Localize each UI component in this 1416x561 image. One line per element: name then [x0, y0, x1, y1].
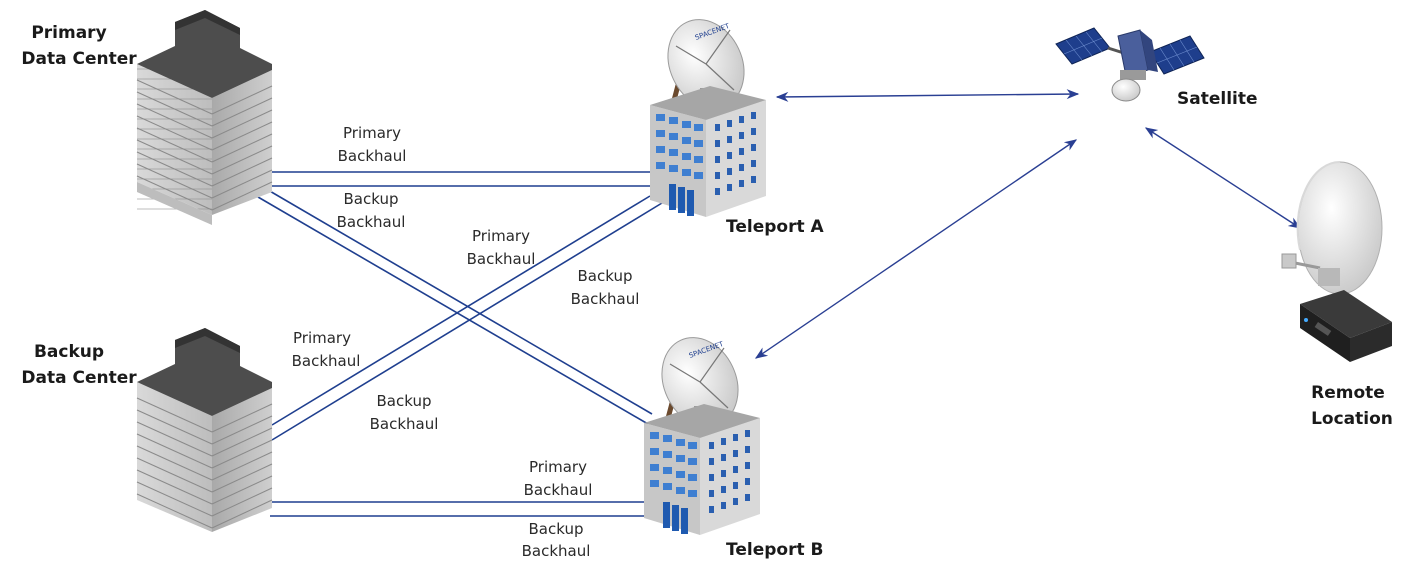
- remote-label-line1: Remote: [1311, 383, 1385, 403]
- satellite-links: [754, 89, 1302, 359]
- link-label-pdc-ta-backup-2: Backhaul: [337, 213, 406, 231]
- link-label-bdc-tb-primary-2: Backhaul: [524, 481, 593, 499]
- backup-dc-label-line2: Data Center: [21, 368, 137, 388]
- link-label-bdc-tb-backup-1: Backup: [529, 520, 584, 538]
- link-label-pdc-tb-backup-2: Backhaul: [571, 290, 640, 308]
- node-labels: Primary Data Center Backup Data Center T…: [21, 23, 1393, 560]
- primary-dc-label-line2: Data Center: [21, 49, 137, 69]
- modem-icon: [1300, 290, 1392, 362]
- link-label-bdc-ta-primary-left-1: Primary: [293, 329, 351, 347]
- remote-location-icon: [1281, 160, 1392, 362]
- remote-label-line2: Location: [1311, 409, 1393, 429]
- backhaul-lines: [257, 171, 663, 517]
- teleport-a-label: Teleport A: [726, 217, 825, 237]
- link-label-pdc-ta-backup-1: Backup: [344, 190, 399, 208]
- line-pdc-tb-1: [257, 196, 649, 425]
- link-label-pdc-tb-backup-1: Backup: [578, 267, 633, 285]
- remote-dish: [1281, 160, 1383, 295]
- teleport-b-dish: SPACENET: [661, 337, 739, 429]
- link-label-bdc-ta-primary-left-2: Backhaul: [292, 352, 361, 370]
- link-label-bdc-tb-backup-2: Backhaul: [522, 542, 591, 560]
- backup-data-center-icon: [136, 328, 273, 532]
- link-label-bdc-ta-primary-2: Backhaul: [467, 250, 536, 268]
- arrow-satellite-remote: [1144, 127, 1302, 229]
- satellite-label: Satellite: [1177, 89, 1258, 109]
- teleport-b-icon: SPACENET: [644, 337, 760, 535]
- arrow-tb-satellite: [754, 139, 1078, 359]
- primary-dc-label-line1: Primary: [31, 23, 106, 43]
- link-labels: Primary Backhaul Backup Backhaul Primary…: [292, 124, 640, 560]
- link-label-bdc-ta-primary-1: Primary: [472, 227, 530, 245]
- link-label-bdc-tb-primary-1: Primary: [529, 458, 587, 476]
- satellite-icon: [1055, 27, 1205, 102]
- teleport-a-icon: SPACENET: [650, 19, 766, 217]
- line-bdc-ta-2: [271, 202, 663, 441]
- line-pdc-tb-2: [267, 189, 653, 415]
- line-bdc-ta-1: [271, 195, 651, 426]
- link-label-pdc-ta-primary-2: Backhaul: [338, 147, 407, 165]
- link-label-bdc-ta-backup-left-2: Backhaul: [370, 415, 439, 433]
- primary-data-center-icon: [136, 10, 273, 225]
- teleport-b-label: Teleport B: [726, 540, 823, 560]
- backup-dc-label-line1: Backup: [34, 342, 104, 362]
- arrow-ta-satellite: [775, 89, 1080, 102]
- link-label-pdc-ta-primary-1: Primary: [343, 124, 401, 142]
- link-label-bdc-ta-backup-left-1: Backup: [377, 392, 432, 410]
